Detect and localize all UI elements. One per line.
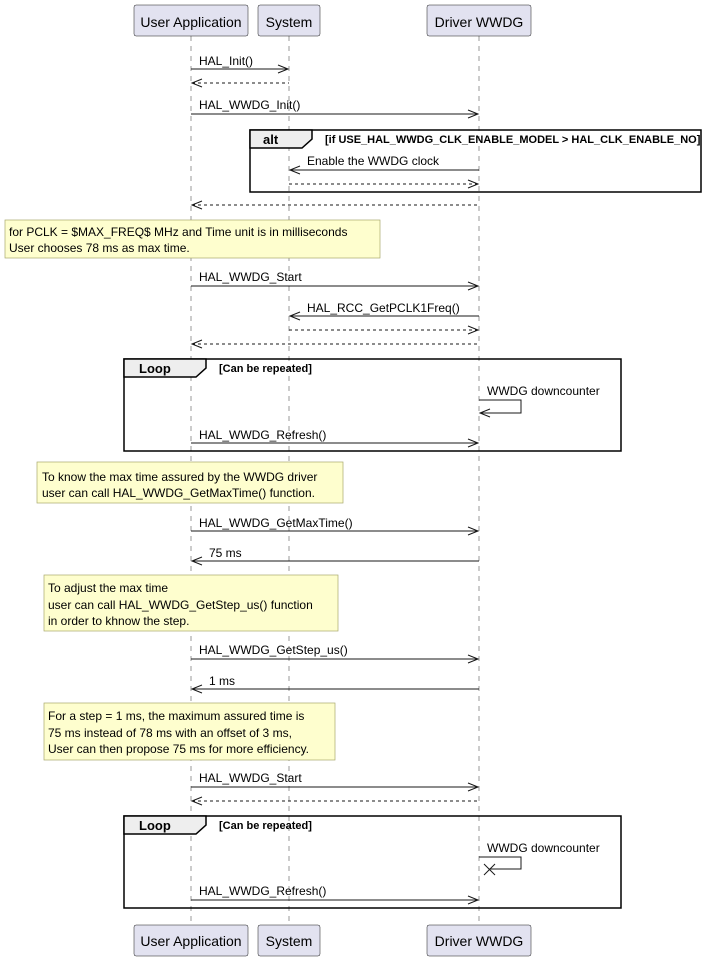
message-hal-init: HAL_Init() xyxy=(191,54,290,74)
note-line: in order to khnow the step. xyxy=(48,614,189,628)
note-line: 75 ms instead of 78 ms with an offset of… xyxy=(48,726,292,740)
message-label: Enable the WWDG clock xyxy=(307,154,440,168)
message-1ms: 1 ms xyxy=(190,674,479,694)
message-label: HAL_WWDG_Refresh() xyxy=(199,428,326,442)
message-label: HAL_WWDG_Start xyxy=(199,270,302,284)
note-line: user can call HAL_WWDG_GetMaxTime() func… xyxy=(42,486,315,500)
frame-condition: [Can be repeated] xyxy=(219,820,312,832)
frame-keyword: alt xyxy=(263,132,279,147)
note-line: User can then propose 75 ms for more eff… xyxy=(48,742,309,756)
frame-keyword: Loop xyxy=(139,361,171,376)
message-hal-wwdg-init: HAL_WWDG_Init() xyxy=(191,98,480,119)
loop-frame-1: Loop [Can be repeated] xyxy=(123,358,622,452)
message-label: WWDG downcounter xyxy=(487,841,600,855)
message-label: WWDG downcounter xyxy=(487,384,600,398)
message-hal-wwdg-start: HAL_WWDG_Start xyxy=(191,771,480,792)
message-label: HAL_WWDG_GetStep_us() xyxy=(199,643,348,657)
message-return xyxy=(289,179,480,189)
message-label: HAL_WWDG_Init() xyxy=(199,98,300,112)
participant-label: Driver WWDG xyxy=(435,933,524,949)
alt-frame: alt [if USE_HAL_WWDG_CLK_ENABLE_MODEL > … xyxy=(249,129,702,193)
frame-condition: [if USE_HAL_WWDG_CLK_ENABLE_MODEL > HAL_… xyxy=(325,134,701,146)
message-label: HAL_RCC_GetPCLK1Freq() xyxy=(307,301,460,315)
message-hal-wwdg-start: HAL_WWDG_Start xyxy=(191,270,480,291)
message-label: HAL_WWDG_GetMaxTime() xyxy=(199,516,353,530)
message-label: 1 ms xyxy=(209,674,235,688)
participant-driver-top: Driver WWDG xyxy=(426,4,532,37)
message-return xyxy=(190,796,479,806)
message-label: HAL_WWDG_Start xyxy=(199,771,302,785)
note-line: User chooses 78 ms as max time. xyxy=(9,241,190,255)
message-get-step-us: HAL_WWDG_GetStep_us() xyxy=(191,643,480,664)
message-enable-clock: Enable the WWDG clock xyxy=(288,154,479,175)
note-line: user can call HAL_WWDG_GetStep_us() func… xyxy=(48,598,313,612)
message-get-pclk1freq: HAL_RCC_GetPCLK1Freq() xyxy=(288,301,479,321)
participant-user-bottom: User Application xyxy=(133,924,249,957)
participant-label: User Application xyxy=(140,14,241,30)
destroy-x-icon xyxy=(483,863,496,876)
message-wwdg-downcounter: WWDG downcounter xyxy=(478,384,600,418)
note-line: for PCLK = $MAX_FREQ$ MHz and Time unit … xyxy=(9,225,347,239)
note-max-time: To know the max time assured by the WWDG… xyxy=(36,461,344,504)
message-75ms: 75 ms xyxy=(190,546,479,566)
participant-label: Driver WWDG xyxy=(435,14,524,30)
participant-system-bottom: System xyxy=(257,924,321,957)
note-line: For a step = 1 ms, the maximum assured t… xyxy=(48,709,304,723)
message-get-max-time: HAL_WWDG_GetMaxTime() xyxy=(191,516,480,536)
message-label: 75 ms xyxy=(209,546,242,560)
message-label: HAL_WWDG_Refresh() xyxy=(199,884,326,898)
message-label: HAL_Init() xyxy=(199,54,253,68)
participant-label: User Application xyxy=(140,933,241,949)
participant-driver-bottom: Driver WWDG xyxy=(426,924,532,957)
participant-user-top: User Application xyxy=(133,4,249,37)
participant-system-top: System xyxy=(257,4,321,37)
note-adjust-max-time: To adjust the max time user can call HAL… xyxy=(43,574,339,632)
message-return xyxy=(190,339,479,349)
message-return xyxy=(289,325,480,335)
message-return xyxy=(190,78,289,88)
participant-label: System xyxy=(266,933,313,949)
message-hal-wwdg-refresh: HAL_WWDG_Refresh() xyxy=(191,428,480,448)
note-line: To know the max time assured by the WWDG… xyxy=(42,470,317,484)
participant-label: System xyxy=(266,14,313,30)
message-return xyxy=(190,200,479,210)
note-pclk: for PCLK = $MAX_FREQ$ MHz and Time unit … xyxy=(4,219,381,259)
note-line: To adjust the max time xyxy=(48,581,168,595)
frame-condition: [Can be repeated] xyxy=(219,363,312,375)
loop-frame-2: Loop [Can be repeated] xyxy=(123,815,622,909)
note-step: For a step = 1 ms, the maximum assured t… xyxy=(43,702,336,761)
message-wwdg-downcounter-lost: WWDG downcounter xyxy=(479,841,600,876)
frame-keyword: Loop xyxy=(139,818,171,833)
message-hal-wwdg-refresh: HAL_WWDG_Refresh() xyxy=(191,884,480,905)
